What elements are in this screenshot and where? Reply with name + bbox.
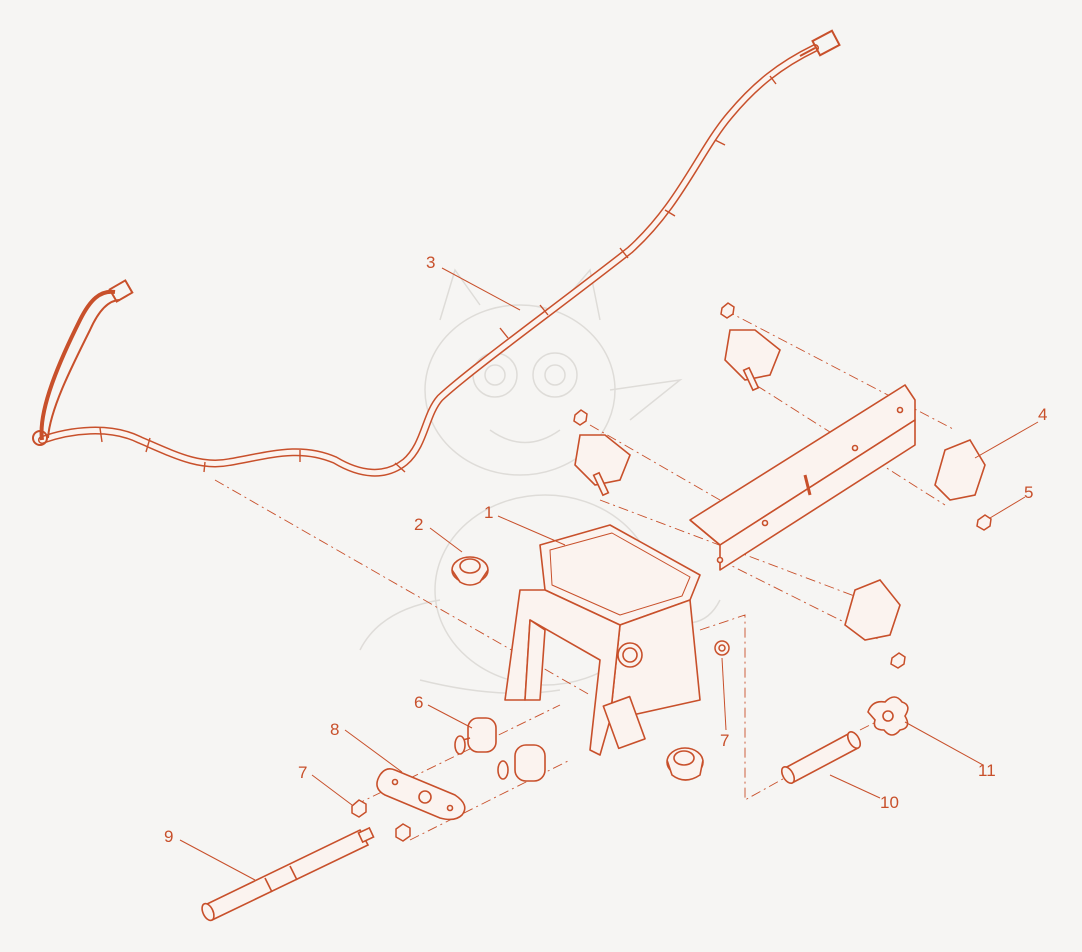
label-1: 1 [484, 503, 493, 522]
nuts [351, 302, 992, 842]
wire-harness [32, 29, 841, 477]
label-9: 9 [164, 827, 173, 846]
pin-sleeve [780, 731, 862, 785]
label-4: 4 [1038, 405, 1047, 424]
label-2: 2 [414, 515, 423, 534]
label-3: 3 [426, 253, 435, 272]
threaded-rod [201, 826, 375, 922]
label-7a: 7 [298, 763, 307, 782]
label-11: 11 [978, 761, 996, 780]
leader-lines [179, 267, 1039, 881]
label-6: 6 [414, 693, 423, 712]
bumpers [454, 717, 546, 782]
label-7b: 7 [720, 731, 729, 750]
callout-labels: 1 2 3 4 5 6 7 7 8 9 10 11 [164, 253, 1047, 846]
label-8: 8 [330, 720, 339, 739]
link-plate [376, 768, 466, 821]
mount-plate [574, 329, 986, 641]
label-5: 5 [1024, 483, 1033, 502]
arm-bracket [504, 384, 916, 756]
star-knob [867, 696, 909, 736]
label-10: 10 [880, 793, 899, 812]
bushing [451, 556, 704, 781]
